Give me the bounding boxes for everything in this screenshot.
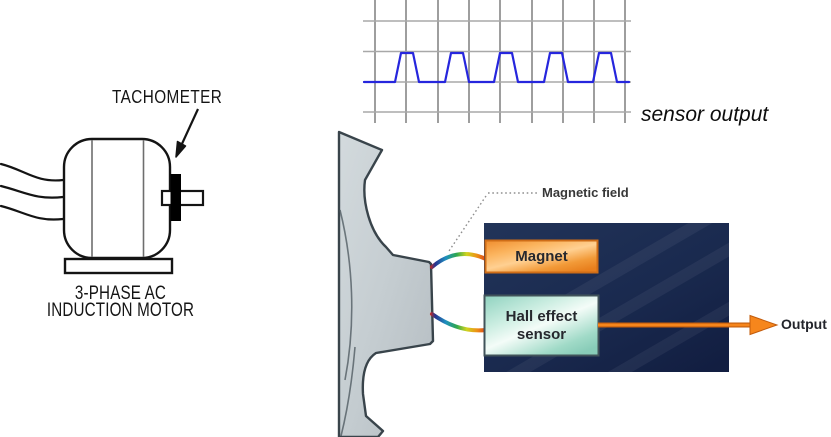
panel-streaks	[484, 223, 729, 372]
magnet-label: Magnet	[515, 248, 568, 265]
motor-wires	[0, 162, 65, 221]
motor-caption-line1: 3-PHASE AC	[74, 283, 167, 304]
motor-drawing	[0, 108, 205, 275]
gear-hub-arcs	[339, 209, 356, 437]
hall-sensor-label-text: Hall effect sensor	[505, 307, 578, 343]
magnetic-field-lines	[430, 252, 488, 333]
magnetic-field-label: Magnetic field	[542, 185, 629, 200]
tachometer-pointer-arrow	[175, 108, 199, 158]
motor-caption: 3-PHASE AC INDUCTION MOTOR	[35, 283, 207, 321]
sensor-pulse-waveform	[362, 51, 631, 84]
motor-shaft	[160, 189, 205, 207]
output-label: Output	[781, 316, 827, 332]
tachometer-label: TACHOMETER	[112, 87, 223, 107]
motor-base	[63, 257, 174, 275]
motor-body	[62, 137, 172, 260]
magnet-box	[484, 239, 599, 274]
motor-caption-line2: INDUCTION MOTOR	[46, 300, 195, 321]
motor-body-seams	[91, 140, 145, 257]
gear-silhouette	[337, 130, 435, 437]
output-arrow	[598, 314, 779, 336]
hall-sensor-box	[483, 294, 600, 357]
tachometer-disk	[170, 174, 181, 221]
gear	[337, 130, 435, 437]
sensor-output-label: sensor output	[641, 103, 769, 126]
hall-sensor-label: Hall effect sensor	[484, 295, 599, 356]
scope-grid	[363, 0, 631, 123]
